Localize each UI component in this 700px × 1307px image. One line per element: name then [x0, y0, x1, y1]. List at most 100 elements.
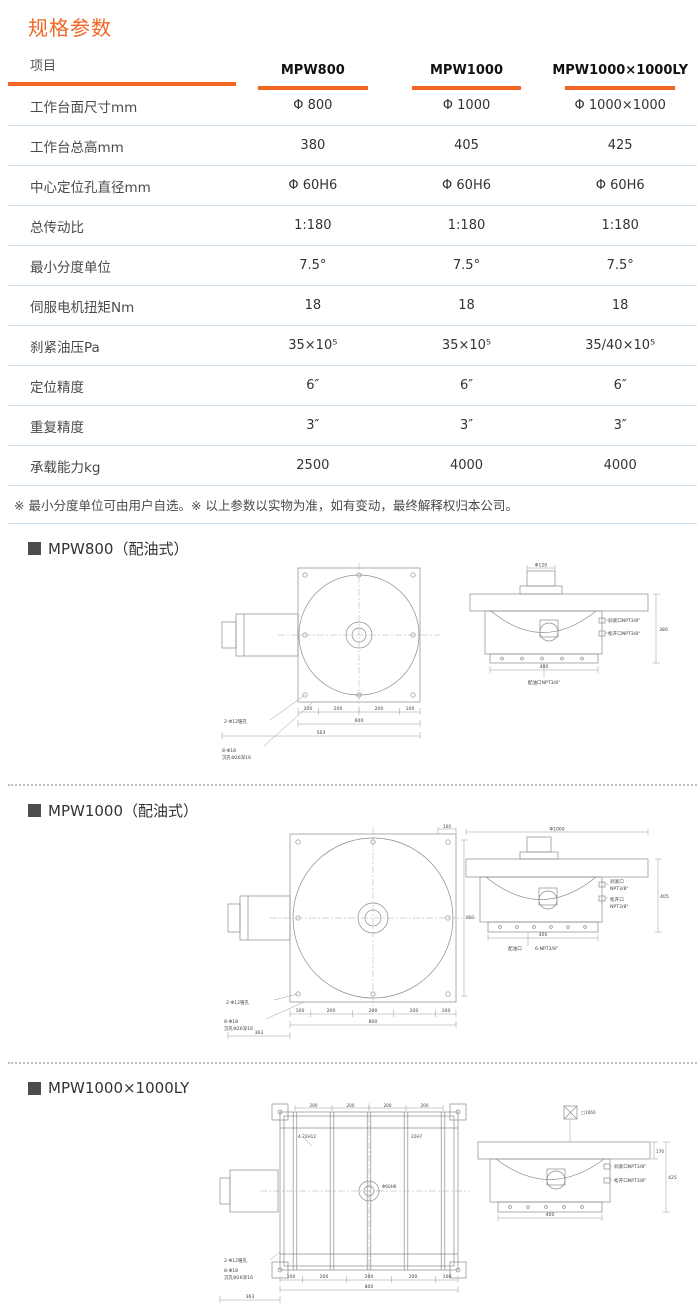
ly-centerlines [260, 1103, 470, 1280]
row-value-mpw1000x1000ly: 3″ [613, 418, 627, 433]
dim-label: 100 [287, 1274, 296, 1280]
square-bullet-icon [28, 541, 41, 555]
table-row: 工作台面尺寸mm Φ 800 Φ 1000 Φ 1000×1000 [8, 86, 697, 126]
dim-label: 600 [355, 718, 364, 724]
row-value-mpw1000: 3″ [459, 418, 474, 433]
dim-label: 425 [668, 1175, 677, 1181]
table-row: 中心定位孔直径mm Φ 60H6 Φ 60H6 Φ 60H6 [8, 166, 697, 206]
port-label: 松开口NPT3/8" [608, 630, 640, 637]
square-bullet-icon [28, 803, 41, 817]
callout-label: 22H7 [411, 1134, 422, 1139]
dim-label: 200 [347, 1103, 355, 1108]
row-value-mpw1000: Φ 60H6 [442, 178, 491, 193]
dim-label: Φ120 [535, 563, 547, 569]
port-label: 松开口 [610, 896, 624, 903]
page-title: 规格参数 [28, 16, 112, 40]
dim-label: Φ1000 [549, 827, 564, 833]
row-value-mpw1000: Φ 1000 [442, 98, 491, 113]
row-value-mpw800: Φ 800 [293, 98, 333, 113]
row-label: 刹紧油压Pa [30, 339, 100, 356]
row-value-mpw1000x1000ly: Φ 60H6 [595, 178, 645, 193]
table-header-mpw800: MPW800 [236, 63, 390, 90]
dim-label: □1060 [581, 1110, 596, 1115]
port-label: NPT3/8" [610, 886, 629, 892]
callout-label: 2-Φ12锥孔 [226, 999, 250, 1006]
dim-label: 950 [466, 915, 474, 920]
callout-label: 8-Φ18 [222, 748, 236, 754]
row-label: 重复精度 [30, 419, 84, 436]
row-label: 总传动比 [30, 219, 84, 236]
table-row: 最小分度单位 7.5° 7.5° 7.5° [8, 246, 697, 286]
dim-label: 200 [409, 1274, 418, 1280]
table-body: 工作台面尺寸mm Φ 800 Φ 1000 Φ 1000×1000 工作台总高m… [8, 86, 697, 486]
row-value-mpw1000x1000ly: 4000 [603, 458, 637, 473]
dim-label: 200 [310, 1103, 318, 1108]
mpw800-dimension-lines [221, 694, 421, 747]
callout-label: 8-Φ18 [224, 1019, 238, 1025]
square-bullet-icon [28, 1081, 41, 1095]
row-label: 承载能力kg [30, 459, 101, 476]
callout-label: 2-Φ12锥孔 [224, 1257, 248, 1264]
row-value-mpw800: 18 [304, 298, 322, 313]
dotted-divider [8, 784, 697, 786]
row-value-mpw1000: 405 [454, 138, 479, 153]
callout-label: 8-Φ18 [224, 1268, 238, 1274]
row-label: 工作台总高mm [30, 139, 124, 156]
section-mpw1000x1000ly: MPW1000×1000LY [8, 1078, 697, 1307]
dim-label: 200 [334, 706, 343, 712]
table-row: 总传动比 1:180 1:180 1:180 [8, 206, 697, 246]
drawing-mpw1000x1000ly: 200 200 200 200 4-22H12 22H7 Φ60H6 100 2… [219, 1103, 677, 1303]
table-header-mpw1000: MPW1000 [390, 63, 544, 90]
mpw1000-side-view-lines [465, 836, 649, 933]
table-header-mpw1000x1000ly: MPW1000×1000LY [543, 63, 697, 90]
dim-label: 170 [656, 1149, 664, 1154]
port-label: NPT3/8" [610, 904, 629, 910]
dim-label: 400 [546, 1212, 555, 1218]
row-label: 伺服电机扭矩Nm [30, 299, 135, 316]
table-header-row: 项目 MPW800 MPW1000 MPW1000×1000LY [8, 55, 697, 90]
section-title: MPW800（配油式） [48, 539, 189, 558]
section-header-mpw1000x1000ly: MPW1000×1000LY [28, 1078, 697, 1098]
callout-label: 沉孔Φ26深16 [224, 1025, 253, 1032]
dim-label: 100 [442, 1008, 451, 1014]
table-row: 刹紧油压Pa 35×10⁵ 35×10⁵ 35/40×10⁵ [8, 326, 697, 366]
dim-label: 100 [406, 706, 415, 712]
mpw800-side-view-lines [469, 570, 649, 664]
row-value-mpw800: 6″ [306, 378, 320, 393]
row-label: 中心定位孔直径mm [30, 179, 151, 196]
row-value-mpw800: 7.5° [299, 258, 327, 273]
dim-label: 200 [421, 1103, 429, 1108]
dim-label: 800 [365, 1284, 374, 1290]
port-label: 6-NPT3/8" [535, 946, 558, 952]
mpw1000-centerlines [270, 827, 476, 1012]
row-value-mpw1000: 18 [458, 298, 475, 313]
dim-label: 405 [660, 894, 669, 900]
table-row: 伺服电机扭矩Nm 18 18 18 [8, 286, 697, 326]
note-text: ※ 最小分度单位可由用户自选。※ 以上参数以实物为准，如有变动，最终解释权归本公… [8, 486, 697, 524]
row-value-mpw1000x1000ly: 6″ [613, 378, 627, 393]
dim-label: 200 [410, 1008, 419, 1014]
mpw800-centerlines [278, 563, 440, 712]
mpw1000-dimension-lines [227, 827, 468, 1039]
row-value-mpw1000: 4000 [449, 458, 484, 473]
dim-label: 100 [443, 824, 451, 829]
dim-label: 363 [255, 1030, 264, 1036]
dim-label: 200 [327, 1008, 336, 1014]
section-header-mpw1000: MPW1000（配油式） [28, 800, 697, 820]
row-value-mpw800: 380 [300, 138, 326, 153]
dim-label: 400 [539, 932, 548, 938]
table-row: 重复精度 3″ 3″ 3″ [8, 406, 697, 446]
mpw1000-side-dim-lines [465, 829, 662, 946]
dim-label: 800 [369, 1019, 378, 1025]
dim-label: 200 [320, 1274, 329, 1280]
ly-side-dim-lines [497, 1119, 670, 1221]
table-row: 承载能力kg 2500 4000 4000 [8, 446, 697, 486]
port-label: 配油口 [508, 945, 522, 952]
ly-side-view-lines [477, 1105, 651, 1213]
section-mpw1000: MPW1000（配油式） [8, 800, 697, 1052]
row-value-mpw1000x1000ly: 18 [611, 298, 629, 313]
dim-label: 100 [443, 1274, 452, 1280]
callout-label: 沉孔Φ26深16 [224, 1274, 253, 1281]
row-label: 工作台面尺寸mm [30, 99, 138, 116]
port-label: 松开口NPT3/8" [614, 1177, 646, 1184]
